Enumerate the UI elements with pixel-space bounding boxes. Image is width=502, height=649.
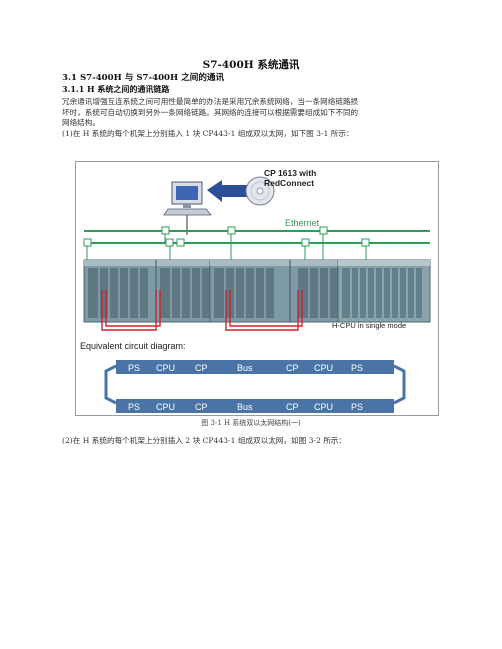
cp-label-line2: RedConnect bbox=[264, 178, 314, 188]
circuit-r1-bus: Bus bbox=[237, 363, 253, 373]
network-diagram: CP 1613 with RedConnect Ethernet bbox=[80, 168, 431, 413]
section-heading: 3.1 S7-400H 与 S7-400H 之间的通讯 bbox=[62, 73, 225, 83]
figure-caption: 图 3-1 H 系统双以太网结构(一) bbox=[201, 419, 301, 427]
circuit-r1-cp-b: CP bbox=[286, 363, 299, 373]
circuit-row-2: PS CPU CP Bus CP CPU PS bbox=[116, 399, 394, 413]
circuit-r1-ps-b: PS bbox=[351, 363, 363, 373]
intro-line-1: 冗余通讯增强互连系统之间可用性最简单的办法是采用冗余系统网络，当一条网络链路损 bbox=[62, 97, 359, 106]
item-1-text: (1)在 H 系统的每个机架上分别插入 1 块 CP443-1 组成双以太网，如… bbox=[62, 128, 354, 138]
item-2-text: (2)在 H 系统的每个机架上分别插入 2 块 CP443-1 组成双以太网，如… bbox=[62, 436, 346, 445]
rack-hcpu bbox=[337, 259, 431, 323]
circuit-rails bbox=[104, 364, 406, 405]
intro-paragraph: 冗余通讯增强互连系统之间可用性最简单的办法是采用冗余系统网络，当一条网络链路损 … bbox=[62, 97, 452, 139]
circuit-r2-cpu-b: CPU bbox=[314, 402, 333, 412]
cp-label-line1: CP 1613 with bbox=[264, 168, 316, 178]
circuit-r2-bus: Bus bbox=[237, 402, 253, 412]
rack-1 bbox=[83, 259, 235, 323]
hcpu-label: H-CPU in single mode bbox=[332, 321, 406, 330]
ethernet-label: Ethernet bbox=[285, 218, 320, 228]
equiv-label: Equivalent circuit diagram: bbox=[80, 341, 186, 351]
ethernet-taps bbox=[83, 226, 370, 247]
document-title: S7-400H 系统通讯 bbox=[202, 59, 300, 71]
circuit-r1-cp-a: CP bbox=[195, 363, 208, 373]
drop-lines bbox=[86, 234, 367, 260]
intro-line-3: 网络结构。 bbox=[62, 118, 100, 128]
circuit-r1-cpu-a: CPU bbox=[156, 363, 175, 373]
subsection-heading: 3.1.1 H 系统之间的通讯链路 bbox=[62, 84, 170, 94]
circuit-r2-cp-a: CP bbox=[195, 402, 208, 412]
network-figure: CP 1613 with RedConnect Ethernet bbox=[75, 161, 439, 416]
arrow-icon bbox=[207, 180, 248, 202]
circuit-r2-cpu-a: CPU bbox=[156, 402, 175, 412]
circuit-r2-cp-b: CP bbox=[286, 402, 299, 412]
circuit-row-1: PS CPU CP Bus CP CPU PS bbox=[116, 360, 394, 374]
circuit-r1-ps-a: PS bbox=[128, 363, 140, 373]
computer-icon bbox=[163, 181, 212, 235]
sync-links bbox=[101, 290, 303, 331]
cd-icon bbox=[245, 176, 275, 206]
circuit-r2-ps-b: PS bbox=[351, 402, 363, 412]
circuit-r1-cpu-b: CPU bbox=[314, 363, 333, 373]
intro-line-2: 坏时，系统可自动切换到另外一条网络链路。其网络的连接可以根据需要组成如下不同的 bbox=[62, 107, 359, 117]
circuit-r2-ps-a: PS bbox=[128, 402, 140, 412]
